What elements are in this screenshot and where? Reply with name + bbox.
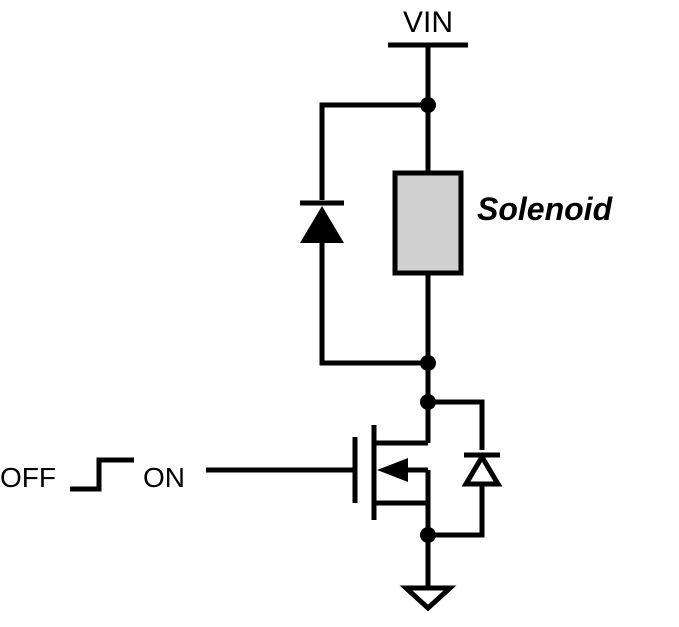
body-arrow xyxy=(377,458,408,482)
flyback-diode-triangle xyxy=(300,206,344,243)
mosfet xyxy=(352,355,436,543)
solenoid: Solenoid xyxy=(392,105,614,363)
ground xyxy=(399,535,457,612)
flyback-diode xyxy=(300,200,344,243)
flyback-bottom-wire xyxy=(319,243,428,366)
body-diode-bottom-wire xyxy=(428,486,485,538)
solenoid-label: Solenoid xyxy=(477,191,614,227)
body-diode xyxy=(428,399,503,538)
vin-supply: VIN xyxy=(388,6,468,105)
solenoid-body xyxy=(392,170,464,276)
on-label: ON xyxy=(143,462,185,493)
off-label: OFF xyxy=(0,462,56,493)
flyback-top-wire xyxy=(319,102,428,200)
body-diode-triangle xyxy=(461,452,503,487)
body-diode-top-wire xyxy=(428,399,485,450)
ground-icon xyxy=(399,585,457,612)
gate-signal: OFF ON xyxy=(0,457,355,493)
vin-label: VIN xyxy=(403,6,453,39)
step-waveform xyxy=(70,457,134,492)
